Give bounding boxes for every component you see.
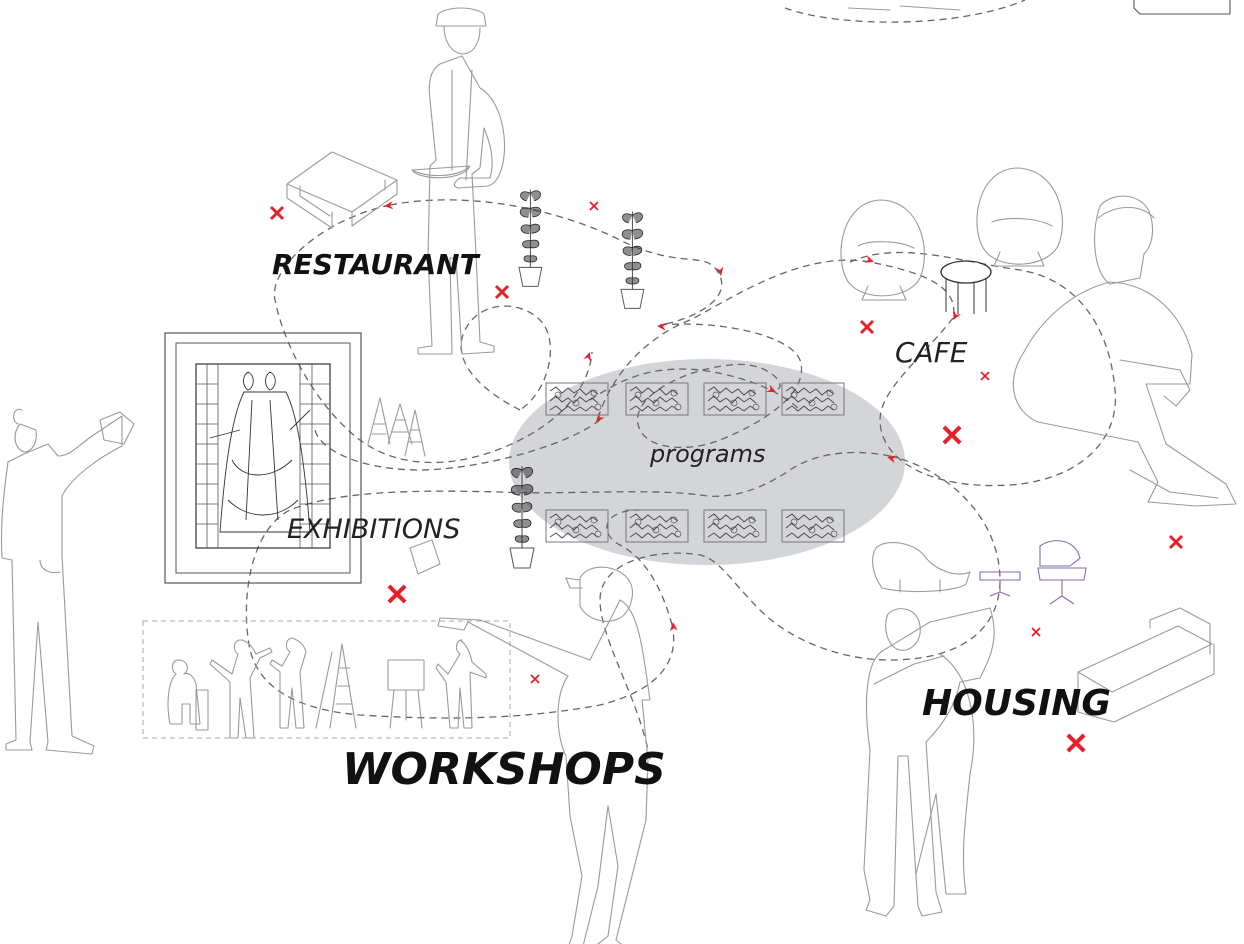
- arrow-head-icon: [669, 621, 678, 632]
- photographer-figure: [0, 408, 135, 755]
- housing-furniture: [872, 540, 1215, 723]
- x-mark-icon: [1168, 534, 1184, 550]
- x-mark-icon: [980, 371, 990, 381]
- housing-man-figure: [863, 607, 995, 917]
- sitting-man-figure: [1012, 195, 1237, 507]
- exhibition-frame: [164, 332, 362, 584]
- top-edge-fragment: [784, 0, 1231, 23]
- x-mark-icon: [494, 284, 510, 300]
- label-restaurant: RESTAURANT: [272, 248, 481, 281]
- label-workshops: WORKSHOPS: [342, 744, 666, 795]
- label-housing: HOUSING: [922, 683, 1111, 724]
- x-mark-icon: [530, 674, 540, 684]
- chef-figure: [411, 7, 506, 355]
- workshop-man-figure: [409, 539, 651, 944]
- label-programs: programs: [649, 440, 765, 468]
- label-exhibitions: EXHIBITIONS: [287, 514, 460, 545]
- x-mark-icon: [1068, 735, 1084, 751]
- potted-plant-icon: [518, 189, 543, 287]
- arrow-head-icon: [656, 322, 667, 331]
- ladder-icon: [367, 397, 426, 457]
- potted-plant-icon: [620, 211, 645, 309]
- x-mark-icon: [944, 427, 960, 443]
- x-mark-icon: [269, 205, 285, 221]
- x-mark-icon: [859, 319, 875, 335]
- workshop-silhouettes: [142, 620, 511, 739]
- x-mark-icon: [1031, 627, 1041, 637]
- cafe-furniture: [840, 167, 1063, 314]
- x-mark-icon: [389, 586, 405, 602]
- arrow-head-icon: [715, 266, 725, 277]
- x-mark-icon: [589, 201, 599, 211]
- label-cafe: CAFE: [895, 336, 968, 369]
- bench: [286, 151, 398, 229]
